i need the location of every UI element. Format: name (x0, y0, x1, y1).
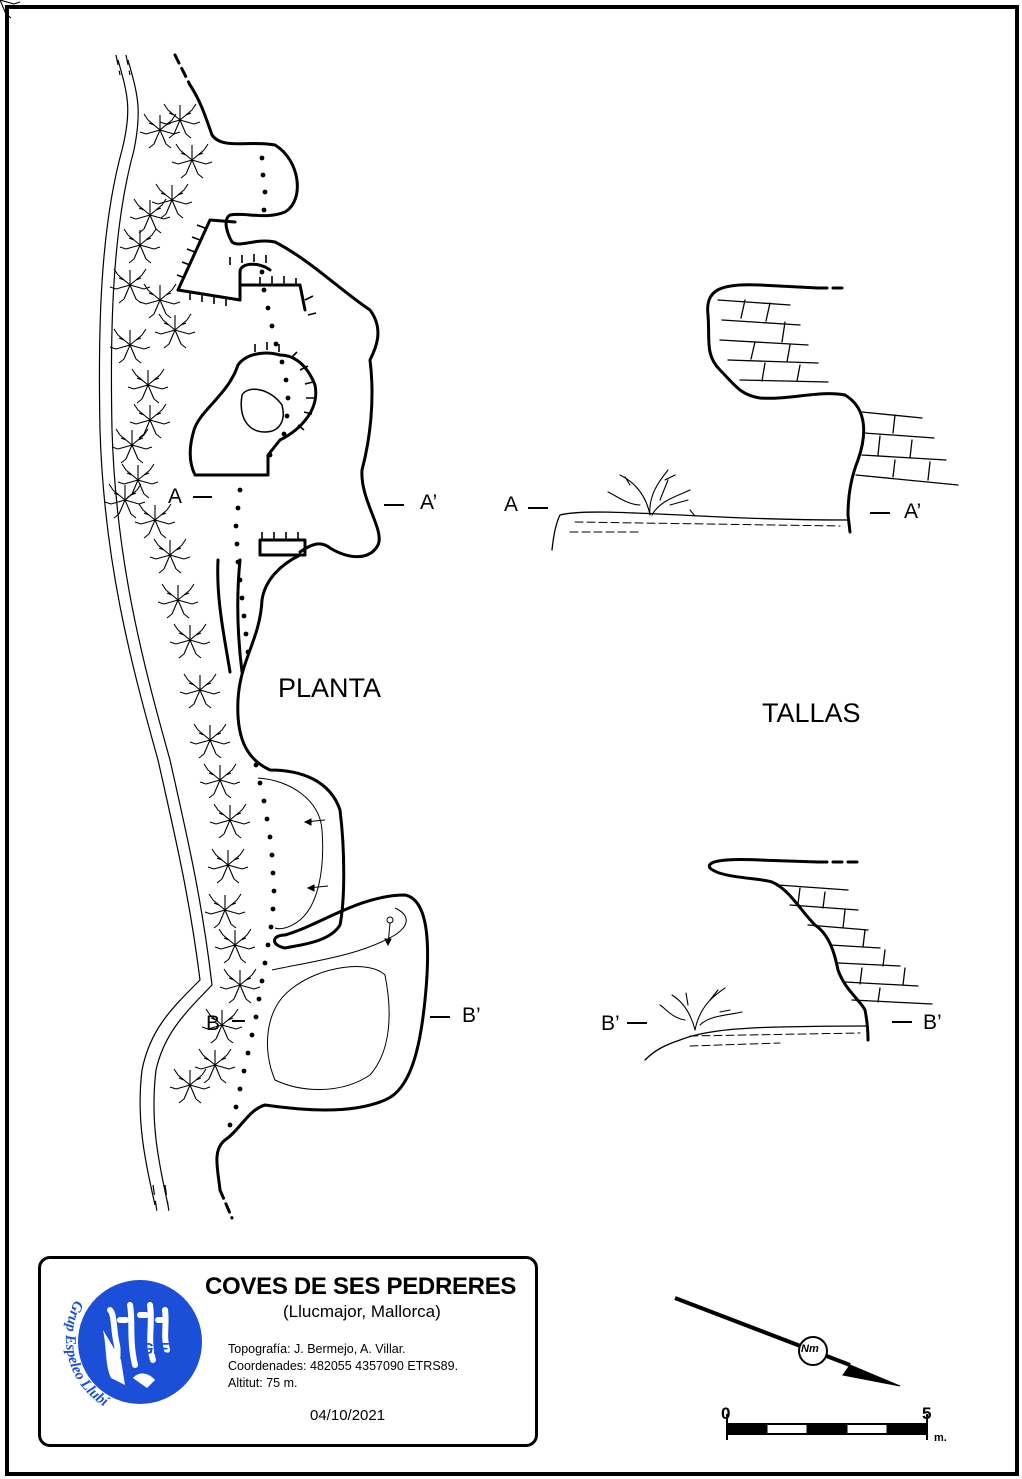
topography-credit: Topografía: J. Bermejo, A. Villar. (228, 1342, 406, 1356)
section-mark-a: A (504, 493, 519, 516)
logo-text: G.E.LL. (141, 1341, 197, 1358)
drop-tick-marks (176, 224, 317, 540)
vegetation-symbols (0, 0, 261, 1104)
section-b-profile (644, 858, 933, 1061)
survey-date: 04/10/2021 (310, 1407, 386, 1424)
altitude-text: Altitut: 75 m. (228, 1376, 298, 1390)
section-a-profile (551, 283, 959, 551)
north-label: Nm (801, 1343, 819, 1355)
cave-location: (Llucmajor, Mallorca) (283, 1302, 441, 1321)
section-a-marks (528, 507, 890, 514)
scale-bar (726, 1414, 928, 1440)
plan-mark-a-prime: A’ (420, 491, 438, 514)
section-b-marks (627, 1021, 912, 1024)
plan-section-marks (193, 496, 450, 1022)
dripline-dots (227, 155, 291, 1128)
section-mark-b-prime-left: B’ (601, 1012, 620, 1035)
scale-end-label: 5 (922, 1404, 932, 1423)
section-mark-b-prime-right: B’ (923, 1011, 942, 1034)
scale-unit-label: m. (934, 1432, 947, 1444)
coordinates-text: Coordenades: 482055 4357090 ETRS89. (228, 1359, 459, 1373)
plan-mark-b: B (206, 1012, 221, 1035)
slope-arrows (303, 818, 394, 947)
cave-title: COVES DE SES PEDRERES (205, 1273, 517, 1300)
sections-label: TALLAS (762, 698, 861, 728)
plan-mark-a: A (168, 485, 183, 508)
gell-logo: Grup Espeleo Llubí G.E.LL. (62, 1280, 202, 1411)
north-arrow (674, 1296, 901, 1387)
inner-hollow (240, 388, 284, 433)
path-dashed-ends (115, 54, 170, 1213)
path-edge-lines (98, 59, 213, 1206)
plan-mark-b-prime: B’ (462, 1004, 481, 1027)
map-frame (5, 5, 1019, 1476)
cave-walls (173, 53, 430, 1220)
section-mark-a-prime: A’ (904, 500, 922, 523)
scale-start-label: 0 (721, 1404, 731, 1423)
plan-label: PLANTA (278, 673, 382, 703)
